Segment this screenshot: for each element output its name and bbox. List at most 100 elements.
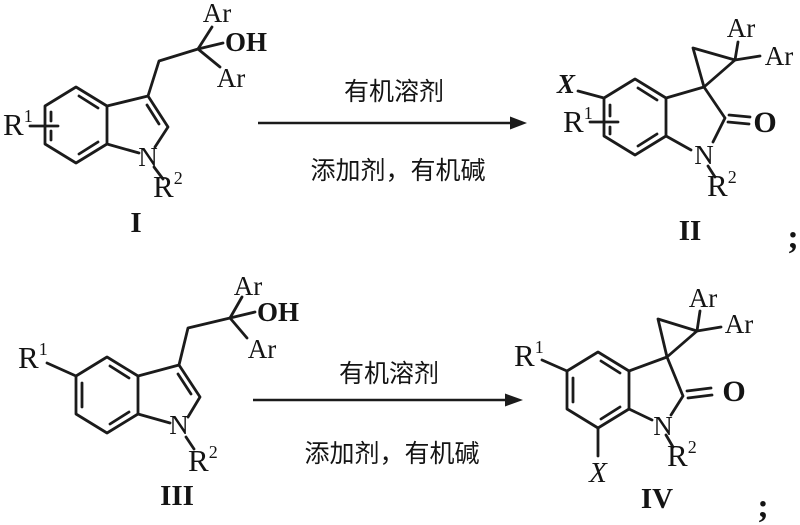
compound-III-numeral: III [160, 480, 194, 512]
compound-III-r1-label: R1 [18, 339, 48, 375]
compound-I-structure: Ar OH Ar R1 N R2 I [3, 0, 267, 239]
compound-III-double-bond-bottom [108, 410, 131, 426]
compound-IV-r2-r: R [667, 438, 688, 473]
compound-IV-oxygen-label: O [722, 375, 745, 408]
compound-II-double-bond-bottom [636, 132, 659, 148]
compound-II-oxygen-label: O [753, 106, 776, 139]
compound-III-r2-label: R2 [188, 442, 218, 478]
compound-III-ar-top-bond [228, 295, 244, 320]
compound-III-pyrrole-ring [136, 363, 202, 419]
arrow-2-condition-above: 有机溶剂 [339, 360, 439, 388]
compound-II-cyclopropane-ring [691, 46, 737, 89]
compound-III-r2-r: R [188, 443, 209, 478]
compound-IV-numeral: IV [641, 483, 673, 515]
compound-I-numeral: I [130, 207, 141, 239]
compound-III-r1-r: R [18, 340, 39, 375]
compound-I-pyrrole-ring [105, 94, 170, 149]
compound-III-double-bond-top [108, 364, 131, 380]
reaction-2-terminator: ; [757, 488, 768, 525]
arrow-2-head [505, 393, 523, 407]
compound-II-r1-sup: 1 [584, 103, 593, 123]
compound-IV-n-label: N [653, 411, 673, 441]
compound-IV-double-bond-bottom [599, 405, 622, 421]
compound-II-double-bond-top [636, 86, 659, 102]
compound-I-r1-r: R [3, 107, 24, 142]
compound-II-structure: X R1 Ar Ar O N R2 II ; [556, 13, 799, 256]
arrow-1-condition-below: 添加剂，有机碱 [310, 157, 485, 185]
compound-III-r1-sup: 1 [39, 339, 48, 359]
compound-II-ar-right-bond [733, 54, 762, 62]
compound-II-numeral: II [679, 215, 702, 247]
compound-II-carbonyl-line1 [727, 113, 752, 119]
compound-IV-carbonyl-line2 [686, 393, 714, 400]
compound-IV-ar-right-bond [695, 325, 723, 333]
compound-I-n-r2-bond [152, 165, 165, 181]
compound-IV-n-c7a-bond [627, 407, 654, 422]
compound-IV-r2-label: R2 [667, 437, 697, 473]
compound-IV-carbonyl-line1 [685, 386, 713, 393]
compound-IV-n-r2-bond [664, 433, 675, 449]
reaction-arrow-2: 有机溶剂 添加剂，有机碱 [253, 360, 523, 468]
compound-II-carbonyl-line2 [726, 120, 751, 126]
compound-IV-r1-r: R [514, 338, 535, 373]
compound-IV-benzene-ring [565, 350, 631, 430]
compound-IV-r1-bond [540, 358, 569, 373]
compound-I-ar-bottom-bond [196, 47, 222, 69]
compound-IV-ar-top-bond [695, 309, 702, 333]
compound-I-oh-bond [196, 41, 225, 51]
compound-IV-lactam-ring [627, 355, 685, 417]
compound-IV-ar-top-label: Ar [689, 283, 718, 313]
compound-II-r2-r: R [707, 168, 728, 203]
compound-I-r2-r: R [153, 169, 174, 204]
compound-IV-x-label: X [588, 457, 608, 489]
arrow-1-head [510, 116, 527, 130]
arrow-2-condition-below: 添加剂，有机碱 [304, 440, 479, 468]
compound-IV-r2-sup: 2 [688, 437, 697, 457]
compound-III-ar-bottom-bond [228, 316, 249, 340]
compound-II-x-label: X [556, 69, 576, 99]
compound-II-n-label: N [694, 140, 714, 170]
compound-II-ar-right-label: Ar [765, 41, 794, 71]
compound-II-x-bond [576, 89, 606, 100]
compound-I-r2-sup: 2 [174, 168, 183, 188]
compound-II-r2-sup: 2 [728, 167, 737, 187]
reaction-1-terminator: ; [787, 219, 798, 256]
compound-I-c2c3-double-bond [145, 103, 161, 126]
compound-III-sidechain [177, 316, 232, 367]
compound-I-double-bond-top [77, 94, 100, 110]
compound-I-ar-top-bond [196, 25, 214, 51]
compound-II-r1-r: R [563, 104, 584, 139]
compound-IV-double-bond-top [599, 359, 622, 375]
compound-I-n-label: N [138, 142, 158, 172]
compound-II-n-c7a-bond [664, 134, 693, 152]
compound-III-r1-bond [45, 361, 78, 378]
reaction-arrow-1: 有机溶剂 添加剂，有机碱 [258, 78, 527, 185]
compound-I-ar-bottom-label: Ar [217, 63, 246, 93]
compound-III-r2-sup: 2 [209, 442, 218, 462]
compound-III-oh-bond [228, 310, 257, 320]
compound-III-benzene-ring [74, 355, 140, 435]
compound-I-r1-sup: 1 [24, 106, 33, 126]
arrow-1-condition-above: 有机溶剂 [344, 78, 444, 106]
compound-I-r2-label: R2 [153, 168, 183, 204]
compound-II-r2-label: R2 [707, 167, 737, 203]
compound-II-ar-top-bond [733, 40, 740, 62]
compound-II-n-r2-bond [706, 164, 717, 179]
compound-II-ar-top-label: Ar [727, 13, 756, 43]
compound-II-r1-label: R1 [563, 103, 593, 139]
compound-II-lactam-ring [664, 85, 727, 144]
compound-I-r1-label: R1 [3, 106, 33, 142]
compound-III-n-label: N [169, 410, 189, 440]
compound-III-n-c7a-bond [136, 412, 172, 425]
compound-I-oh-label: OH [225, 27, 267, 57]
compound-I-double-bond-bottom [77, 140, 100, 156]
compound-III-ar-top-label: Ar [234, 271, 263, 301]
compound-IV-cyclopropane-ring [656, 317, 699, 359]
compound-III-n-r2-bond [184, 435, 196, 451]
compound-IV-r1-sup: 1 [535, 337, 544, 357]
compound-III-oh-label: OH [257, 297, 299, 327]
compound-III-structure: R1 Ar OH Ar N R2 III [18, 271, 299, 512]
compound-III-ar-bottom-label: Ar [248, 334, 277, 364]
